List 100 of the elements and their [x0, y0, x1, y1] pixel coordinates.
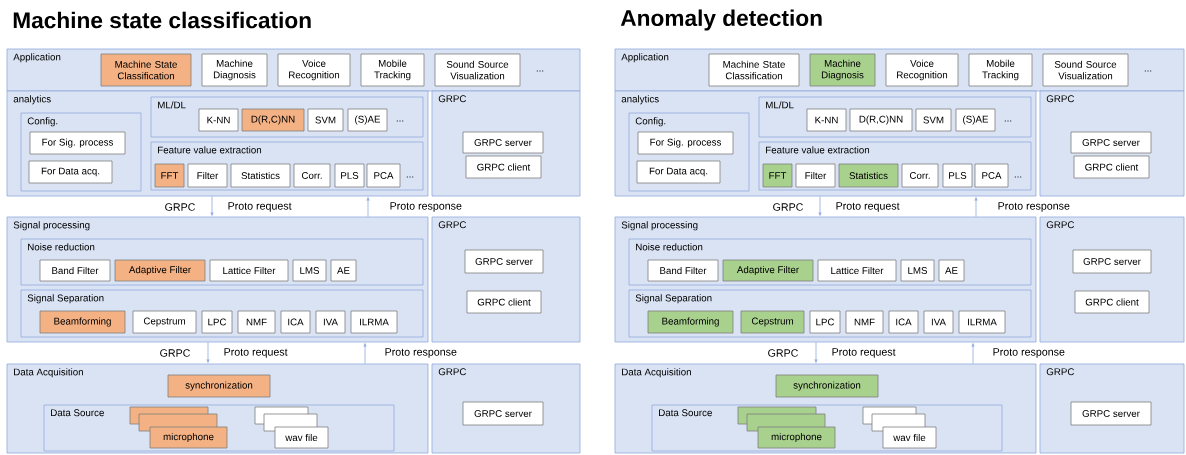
protocol-label: GRPC: [768, 349, 798, 357]
arrow: [206, 342, 210, 363]
module-box: microphone: [757, 426, 836, 449]
module-box: GRPC client: [466, 290, 542, 314]
module-box: synchronization: [167, 374, 271, 398]
module-box: AE: [938, 259, 965, 282]
module-box: For Sig. process: [637, 131, 734, 155]
module-box: K-NN: [806, 108, 847, 132]
module-box: ICA: [280, 310, 311, 334]
module-box: Beamforming: [647, 310, 734, 334]
module-box: ICA: [888, 310, 919, 334]
module-box: IVA: [923, 310, 954, 334]
module-box: synchronization: [775, 374, 879, 398]
edge-label: Proto response: [993, 348, 1065, 358]
module-box: AE: [330, 259, 357, 282]
edge-label: Proto request: [228, 202, 292, 212]
ellipsis: ...: [1004, 120, 1012, 122]
protocol-label: GRPC: [773, 203, 803, 211]
module-box: Machine Diagnosis: [809, 53, 876, 87]
module-box: For Data acq.: [28, 160, 113, 184]
module-box: Filter: [187, 163, 228, 188]
module-box: microphone: [149, 426, 228, 449]
module-box: Lattice Filter: [209, 259, 289, 282]
panel-title: Machine state classification: [13, 11, 311, 29]
ellipsis: ...: [1144, 70, 1152, 72]
module-box: Adaptive Filter: [114, 259, 206, 282]
edge-label: Proto request: [832, 348, 896, 358]
module-box: (S)AE: [955, 108, 996, 132]
arrow: [363, 343, 367, 364]
edge-label: Proto request: [224, 348, 288, 358]
module-box: LPC: [201, 310, 233, 334]
module-box: SVM: [307, 108, 344, 132]
module-box: (S)AE: [347, 108, 388, 132]
module-box: Voice Recognition: [277, 53, 351, 87]
module-box: PCA: [974, 163, 1009, 188]
module-box: Cepstrum: [740, 310, 805, 334]
edge-label: Proto request: [836, 202, 900, 212]
module-box: Band Filter: [39, 259, 111, 282]
module-box: Machine State Classification: [100, 53, 192, 87]
module-box: Sound Source Visualization: [434, 53, 521, 87]
module-box: GRPC client: [1074, 290, 1150, 314]
arrow: [210, 196, 214, 216]
arrow: [366, 197, 370, 217]
arrow: [814, 342, 818, 363]
arrow: [818, 196, 822, 216]
module-box: PCA: [366, 163, 401, 188]
module-box: Filter: [795, 163, 836, 188]
module-box: Cepstrum: [132, 310, 197, 334]
module-box: Lattice Filter: [817, 259, 897, 282]
module-box: Corr.: [293, 163, 331, 188]
edge-label: Proto response: [390, 202, 462, 212]
module-box: D(R,C)NN: [849, 108, 913, 132]
module-box: Corr.: [901, 163, 939, 188]
module-box: Statistics: [838, 163, 899, 188]
module-box: Mobile Tracking: [360, 53, 425, 87]
panel-title: Anomaly detection: [620, 9, 822, 31]
module-box: Voice Recognition: [885, 53, 959, 87]
module-box: Beamforming: [39, 310, 126, 334]
module-box: LPC: [809, 310, 841, 334]
module-box: PLS: [942, 163, 973, 188]
module-box: FFT: [762, 163, 793, 188]
module-box: Statistics: [230, 163, 291, 188]
module-box: GRPC server: [464, 249, 544, 274]
module-box: FFT: [154, 163, 185, 188]
protocol-label: GRPC: [165, 203, 195, 211]
module-box: Machine State Classification: [708, 53, 800, 87]
module-box: wav file: [274, 426, 329, 449]
module-box: GRPC client: [1073, 155, 1150, 179]
module-box: NMF: [845, 310, 884, 334]
module-box: D(R,C)NN: [241, 108, 305, 132]
protocol-label: GRPC: [160, 349, 190, 357]
ellipsis: ...: [396, 120, 404, 122]
module-box: NMF: [237, 310, 276, 334]
module-box: Mobile Tracking: [968, 53, 1033, 87]
module-box: Adaptive Filter: [722, 259, 814, 282]
module-box: For Sig. process: [29, 131, 126, 155]
module-box: LMS: [900, 259, 935, 282]
module-box: GRPC server: [462, 131, 544, 154]
module-box: wav file: [882, 426, 937, 449]
arrow: [974, 197, 978, 217]
module-box: IVA: [315, 310, 346, 334]
module-box: ILRMA: [350, 310, 398, 334]
module-box: Sound Source Visualization: [1042, 53, 1129, 87]
module-box: SVM: [915, 108, 952, 132]
module-box: GRPC server: [1070, 401, 1152, 426]
edge-label: Proto response: [385, 348, 457, 358]
module-box: GRPC server: [462, 401, 544, 426]
module-box: GRPC server: [1072, 249, 1152, 274]
arrow: [971, 343, 975, 364]
edge-label: Proto response: [998, 202, 1070, 212]
module-box: GRPC server: [1070, 131, 1152, 154]
ellipsis: ...: [536, 70, 544, 72]
module-box: LMS: [292, 259, 327, 282]
module-box: Machine Diagnosis: [201, 53, 268, 87]
module-box: For Data acq.: [636, 160, 721, 184]
module-box: GRPC client: [465, 155, 542, 179]
module-box: ILRMA: [958, 310, 1006, 334]
module-box: PLS: [334, 163, 365, 188]
module-box: K-NN: [198, 108, 239, 132]
module-box: Band Filter: [647, 259, 719, 282]
